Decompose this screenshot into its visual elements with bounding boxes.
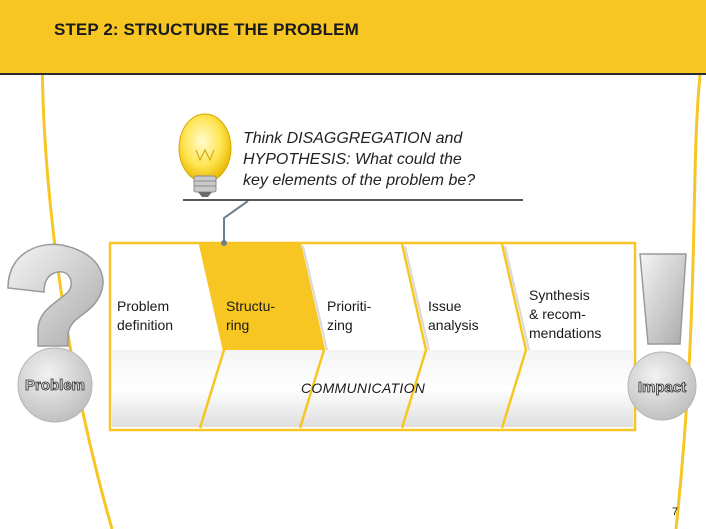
- communication-label: COMMUNICATION: [301, 380, 425, 396]
- step-synthesis-recommendations: Synthesis & recom- mendations: [529, 286, 601, 343]
- lightbulb-icon: [179, 114, 231, 197]
- exclamation-mark-icon: [640, 254, 686, 344]
- impact-label: Impact: [638, 379, 686, 396]
- step-prioritizing: Prioriti- zing: [327, 297, 371, 335]
- page-number: 7: [672, 506, 678, 518]
- header-bar: STEP 2: STRUCTURE THE PROBLEM: [0, 0, 706, 75]
- hint-text: Think DISAGGREGATION and HYPOTHESIS: Wha…: [243, 128, 543, 191]
- hint-text-content: Think DISAGGREGATION and HYPOTHESIS: Wha…: [243, 130, 475, 189]
- step-problem-definition: Problem definition: [117, 297, 173, 335]
- step-issue-analysis: Issue analysis: [428, 297, 479, 335]
- question-mark-icon: [8, 244, 103, 346]
- problem-label: Problem: [25, 377, 85, 394]
- hint-connector: [224, 201, 248, 244]
- connector-dot: [221, 240, 227, 246]
- page-title: STEP 2: STRUCTURE THE PROBLEM: [54, 20, 359, 40]
- step-structuring: Structu- ring: [226, 297, 275, 335]
- hint-underline: [183, 199, 523, 201]
